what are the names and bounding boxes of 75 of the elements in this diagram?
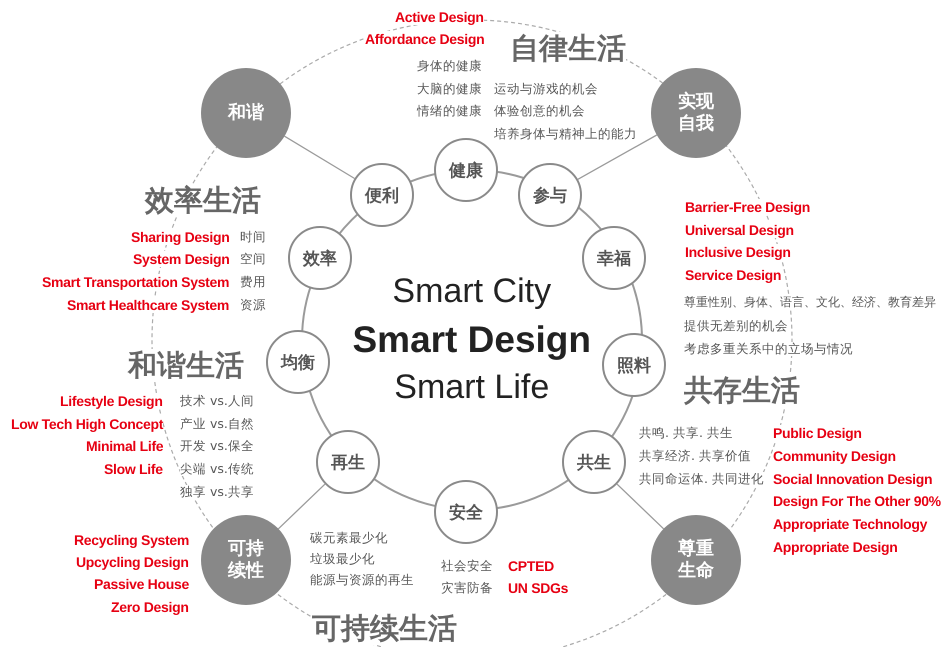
- design-term: Smart Transportation System: [42, 274, 230, 290]
- description-text: 身体的健康: [417, 59, 482, 74]
- description-text: 空间: [240, 252, 266, 266]
- description-text: 尖端 vs.传统: [180, 462, 254, 476]
- design-term: Sharing Design: [131, 229, 230, 246]
- description-text: 技术 vs.人间: [180, 394, 254, 408]
- description-text: 体验创意的机会: [494, 104, 585, 118]
- description-text: 情绪的健康: [417, 104, 482, 118]
- design-term: Lifestyle Design: [60, 393, 163, 410]
- design-term: Appropriate Design: [773, 539, 898, 556]
- design-term: Inclusive Design: [685, 244, 791, 260]
- value-circle: 尊重生命: [651, 515, 741, 605]
- description-text: 资源: [240, 298, 266, 312]
- design-term: Smart Healthcare System: [67, 297, 229, 314]
- design-term: System Design: [133, 251, 230, 268]
- keyword-circle: 幸福: [582, 226, 646, 290]
- section-heading: 共存生活: [684, 374, 800, 407]
- design-term: Active Design: [395, 9, 484, 26]
- design-term: Zero Design: [111, 599, 189, 616]
- description-text: 费用: [240, 275, 266, 290]
- design-term: Social Innovation Design: [773, 471, 932, 488]
- keyword-circle: 便利: [350, 163, 414, 227]
- description-text: 时间: [240, 230, 266, 244]
- design-term: Community Design: [773, 448, 896, 464]
- description-text: 共享经济. 共享价值: [639, 449, 751, 464]
- keyword-circle: 效率: [288, 226, 352, 290]
- keyword-circle: 安全: [434, 480, 498, 544]
- description-text: 能源与资源的再生: [310, 573, 414, 588]
- value-circle: 实现自我: [651, 68, 741, 158]
- description-text: 考虑多重关系中的立场与情况: [684, 342, 853, 356]
- description-text: 灾害防备: [441, 581, 493, 596]
- design-term: Slow Life: [104, 461, 163, 478]
- keyword-circle: 健康: [434, 138, 498, 202]
- value-circle: 可持续性: [201, 515, 291, 605]
- description-text: 提供无差别的机会: [684, 319, 788, 334]
- keyword-circle: 再生: [316, 430, 380, 494]
- section-heading: 和谐生活: [128, 348, 244, 382]
- description-text: 碳元素最少化: [310, 531, 388, 546]
- design-term: Affordance Design: [365, 31, 484, 48]
- keyword-circle: 照料: [602, 333, 666, 397]
- design-term: Recycling System: [74, 532, 190, 548]
- design-term: Public Design: [773, 425, 862, 442]
- design-term: Barrier-Free Design: [685, 199, 810, 216]
- design-term: Minimal Life: [86, 438, 164, 454]
- keyword-circle: 均衡: [266, 330, 330, 394]
- keyword-circle: 参与: [518, 163, 582, 227]
- design-term: Passive House: [94, 576, 189, 592]
- design-term: Design For The Other 90%: [773, 493, 941, 510]
- design-term: UN SDGs: [508, 580, 568, 596]
- description-text: 大脑的健康: [417, 82, 482, 96]
- description-text: 社会安全: [441, 559, 493, 574]
- description-text: 共同命运体. 共同进化: [639, 472, 764, 486]
- connector-line: [278, 484, 326, 530]
- description-text: 培养身体与精神上的能力: [494, 127, 637, 142]
- connector-line: [616, 484, 664, 530]
- design-term: CPTED: [508, 558, 554, 574]
- design-term: Upcycling Design: [76, 554, 189, 570]
- design-term: Low Tech High Concept: [11, 416, 164, 432]
- keyword-circle: 共生: [562, 430, 626, 494]
- description-text: 独享 vs.共享: [180, 485, 254, 500]
- description-text: 尊重性别、身体、语言、文化、经济、教育差异: [684, 296, 936, 310]
- section-heading: 自律生活: [510, 32, 626, 65]
- description-text: 垃圾最少化: [310, 552, 375, 566]
- connector-line: [284, 136, 355, 180]
- design-term: Appropriate Technology: [773, 516, 928, 532]
- section-heading: 效率生活: [145, 184, 261, 217]
- description-text: 开发 vs.保全: [180, 439, 254, 454]
- connector-line: [578, 134, 658, 180]
- value-circle: 和谐: [201, 68, 291, 158]
- description-text: 运动与游戏的机会: [494, 82, 598, 96]
- description-text: 共鸣. 共享. 共生: [639, 426, 733, 440]
- design-term: Service Design: [685, 267, 782, 284]
- description-text: 产业 vs.自然: [180, 417, 254, 432]
- design-term: Universal Design: [685, 222, 794, 238]
- section-heading: 可持续生活: [312, 612, 457, 645]
